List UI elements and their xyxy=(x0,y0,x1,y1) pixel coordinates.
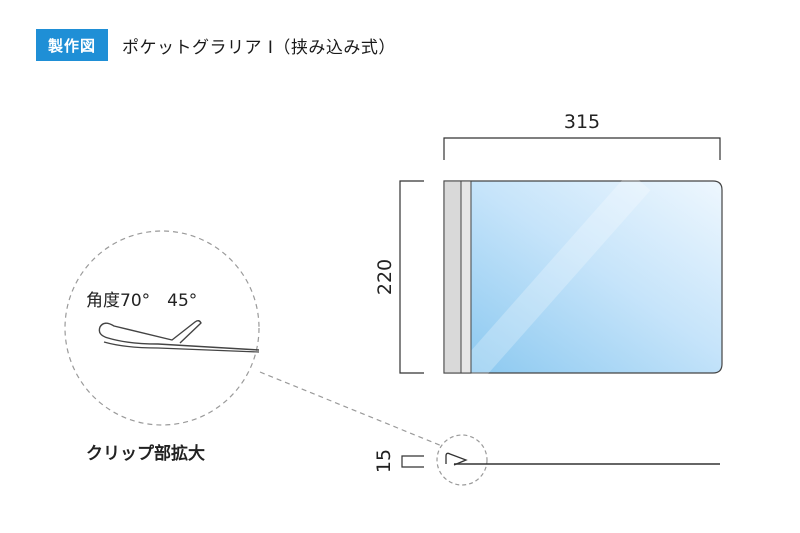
height-dimension: 220 xyxy=(374,180,424,374)
display-panel xyxy=(443,171,723,383)
header: 製作図 ポケットグラリア I（挟み込み式） xyxy=(36,28,396,62)
angle-label: 角度70° 45° xyxy=(86,291,197,311)
height-label: 220 xyxy=(374,259,396,295)
clip-bar-edge xyxy=(460,180,472,374)
detail-marker-circle xyxy=(436,434,488,486)
width-dimension: 315 xyxy=(443,111,721,160)
clip-detail-view: 角度70° 45° xyxy=(64,230,260,426)
clip-bar xyxy=(443,180,462,374)
depth-label: 15 xyxy=(373,449,395,473)
detail-leader-line xyxy=(259,371,443,447)
width-label: 315 xyxy=(564,111,600,133)
side-clip-profile xyxy=(445,452,468,466)
product-title: ポケットグラリア I（挟み込み式） xyxy=(122,37,396,58)
side-view xyxy=(436,434,720,486)
clip-profile xyxy=(98,320,260,351)
detail-caption: クリップ部拡大 xyxy=(86,443,205,464)
drawing-badge: 製作図 xyxy=(36,29,109,61)
depth-dimension: 15 xyxy=(373,449,424,473)
